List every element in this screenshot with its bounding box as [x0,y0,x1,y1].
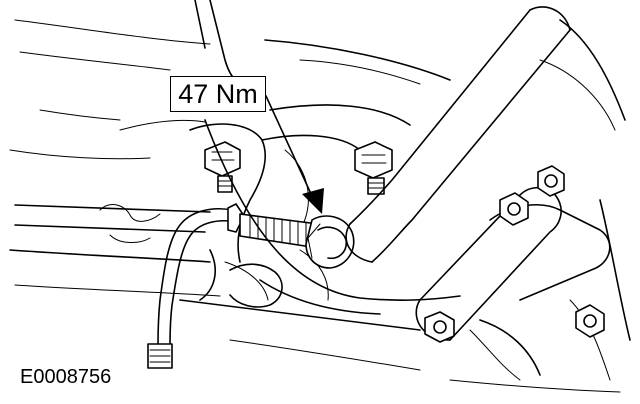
hex-nut-middle [499,192,529,226]
subframe-arm [204,6,571,315]
lower-rod [14,204,211,243]
torque-callout: 47 Nm [170,76,266,112]
hex-nut-pivot [424,311,455,343]
hex-nut-lower [575,304,605,338]
mount-bolt [227,203,355,269]
figure-id: E0008756 [20,366,112,388]
fluid-line [147,208,239,369]
stud-bolt-right [354,141,393,195]
hex-nut-upper [537,165,565,197]
callout-leader [265,95,324,214]
stud-bolt-left [204,141,241,193]
